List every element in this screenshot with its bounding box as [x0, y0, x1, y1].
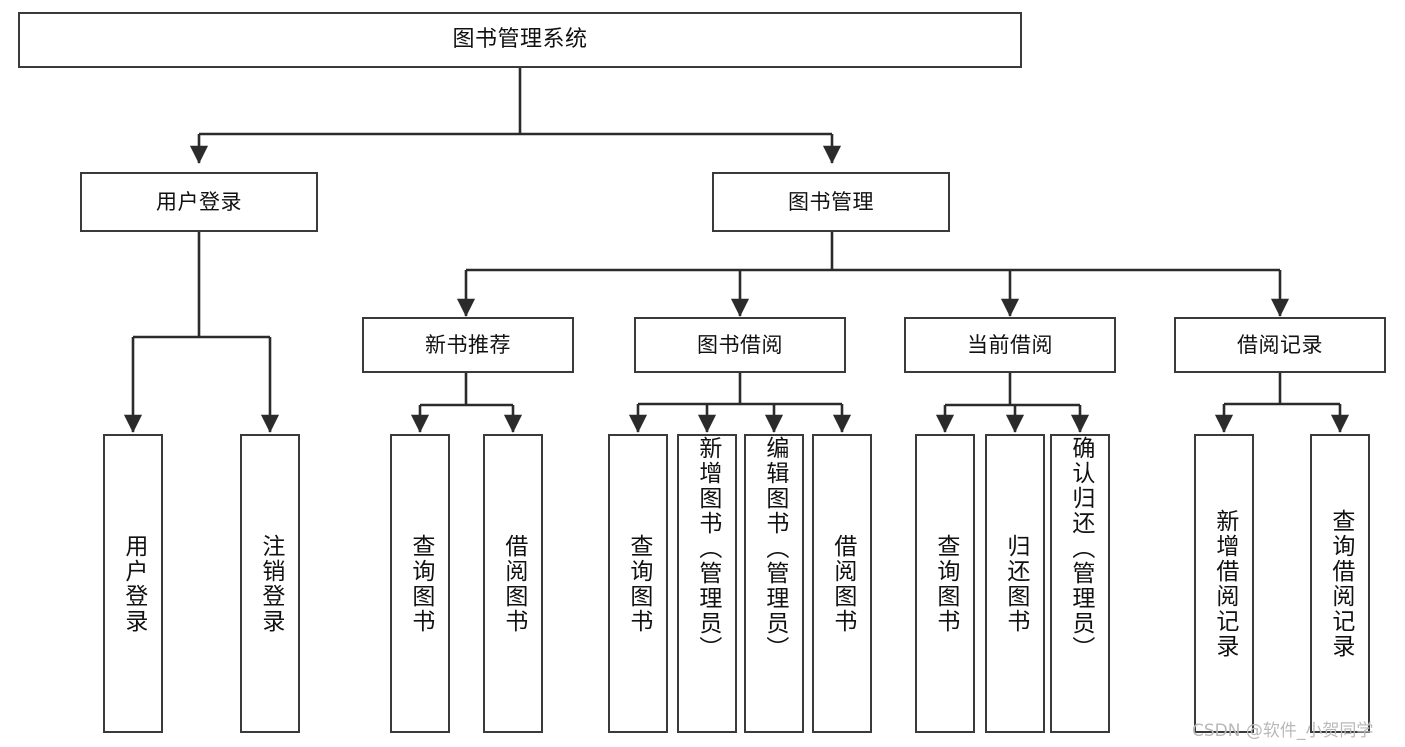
node-label: 编辑图书（管理员）	[761, 436, 788, 661]
leaf-logout-login[interactable]: 注销登录	[240, 434, 300, 733]
node-borrow-records[interactable]: 借阅记录	[1174, 317, 1386, 373]
leaf-records-add-record[interactable]: 新增借阅记录	[1194, 434, 1254, 733]
node-label: 查询借阅记录	[1327, 508, 1354, 659]
node-user-login[interactable]: 用户登录	[80, 172, 318, 232]
leaf-current-return-book[interactable]: 归还图书	[985, 434, 1045, 733]
node-label: 新增借阅记录	[1211, 508, 1238, 659]
node-label: 新书推荐	[425, 332, 511, 357]
leaf-borrow-query-book[interactable]: 查询图书	[608, 434, 668, 733]
leaf-current-query-book[interactable]: 查询图书	[915, 434, 975, 733]
node-label: 图书借阅	[697, 332, 783, 357]
leaf-records-query-record[interactable]: 查询借阅记录	[1310, 434, 1370, 733]
node-label: 新增图书（管理员）	[694, 436, 721, 661]
node-label: 查询图书	[407, 533, 434, 634]
node-label: 借阅记录	[1237, 332, 1323, 357]
leaf-newbook-borrow-book[interactable]: 借阅图书	[483, 434, 543, 733]
node-label: 用户登录	[120, 533, 147, 634]
csdn-watermark: CSDN @软件_小贺同学	[1192, 721, 1374, 741]
leaf-newbook-query-book[interactable]: 查询图书	[390, 434, 450, 733]
node-label: 当前借阅	[967, 332, 1053, 357]
leaf-borrow-add-book-admin[interactable]: 新增图书（管理员）	[677, 434, 737, 733]
leaf-current-confirm-return-admin[interactable]: 确认归还（管理员）	[1050, 434, 1110, 733]
node-label: 查询图书	[932, 533, 959, 634]
node-root-book-management-system[interactable]: 图书管理系统	[18, 12, 1022, 68]
node-label: 图书管理系统	[452, 27, 588, 52]
node-new-book-recommendation[interactable]: 新书推荐	[362, 317, 574, 373]
node-current-borrowing[interactable]: 当前借阅	[904, 317, 1116, 373]
leaf-user-login[interactable]: 用户登录	[103, 434, 163, 733]
node-label: 确认归还（管理员）	[1067, 436, 1094, 661]
node-book-borrowing[interactable]: 图书借阅	[634, 317, 846, 373]
node-label: 注销登录	[257, 533, 284, 634]
node-label: 借阅图书	[829, 533, 856, 634]
node-label: 图书管理	[788, 189, 874, 214]
node-label: 用户登录	[156, 189, 242, 214]
leaf-borrow-edit-book-admin[interactable]: 编辑图书（管理员）	[744, 434, 804, 733]
node-label: 查询图书	[625, 533, 652, 634]
node-label: 借阅图书	[500, 533, 527, 634]
node-label: 归还图书	[1002, 533, 1029, 634]
node-book-management[interactable]: 图书管理	[712, 172, 950, 232]
leaf-borrow-lend-book[interactable]: 借阅图书	[812, 434, 872, 733]
